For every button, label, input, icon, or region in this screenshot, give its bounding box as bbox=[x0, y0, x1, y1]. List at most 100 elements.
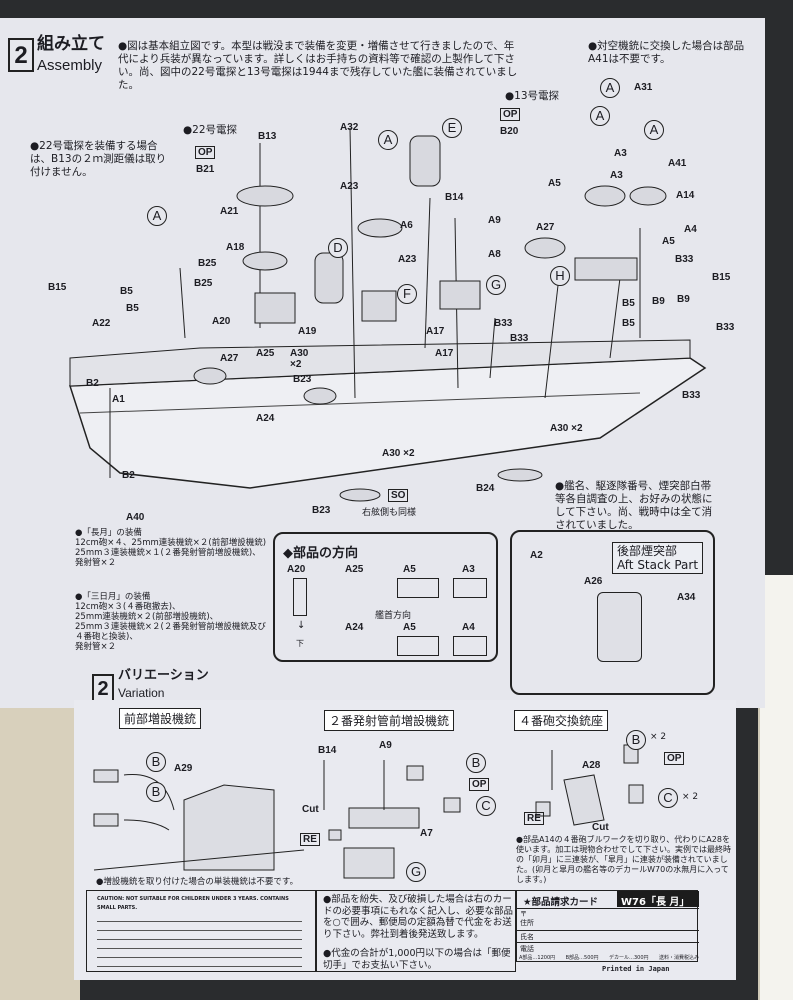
orientation-part: A5 bbox=[403, 622, 416, 633]
section-title-ja: 組み立て bbox=[37, 34, 105, 54]
phone-field[interactable]: 電話 bbox=[517, 942, 699, 954]
part-a20-shape bbox=[293, 578, 307, 616]
part-label: A9 bbox=[379, 740, 392, 751]
main-note: ●図は基本組立図です。本型は戦没まで装備を変更・増備させて行きましたので、年代に… bbox=[118, 40, 518, 91]
part-label: A4 bbox=[684, 224, 697, 235]
part-group-circle: B bbox=[626, 730, 646, 750]
part-label: A25 bbox=[256, 348, 275, 359]
part-label: A3 bbox=[610, 170, 623, 181]
printed-in-japan: Printed in Japan bbox=[602, 965, 670, 973]
part-label: B13 bbox=[258, 131, 277, 142]
price-decal: デカール…300円 bbox=[608, 955, 649, 961]
single-mg-note: ●増設機銃を取り付けた場合の単装機銃は不要です。 bbox=[96, 877, 299, 887]
part-label: A21 bbox=[220, 206, 239, 217]
part-label: B5 bbox=[622, 318, 635, 329]
part-label: A32 bbox=[340, 122, 359, 133]
part-group-circle: B bbox=[466, 753, 486, 773]
instruction-sheet-lower: 前部増設機銃 ２番発射管前増設機銃 ４番砲交換銃座 A29 B B B14 A9… bbox=[74, 700, 736, 980]
name-field[interactable]: 氏名 bbox=[517, 930, 699, 942]
part-label: A34 bbox=[677, 592, 696, 603]
optional-part-badge: OP bbox=[500, 108, 521, 121]
part-label: B14 bbox=[445, 192, 464, 203]
part-label: A17 bbox=[435, 348, 454, 359]
part-label: A24 bbox=[256, 413, 275, 424]
part-label: B20 bbox=[500, 126, 519, 137]
part-label: A23 bbox=[398, 254, 417, 265]
part-label: B15 bbox=[48, 282, 67, 293]
optional-part-badge: OP bbox=[469, 778, 490, 791]
a14-note: ●部品A14の４番砲ブルワークを切り取り、代わりにA28を使います。加工は現物合… bbox=[516, 835, 731, 884]
price-b: B部品…500円 bbox=[565, 955, 599, 961]
part-label: B9 bbox=[652, 296, 665, 307]
aft-stack-title-en: Aft Stack Part bbox=[617, 558, 699, 572]
variation-panel-title: ２番発射管前増設機銃 bbox=[324, 710, 455, 731]
starboard-note: 右舷側も同様 bbox=[362, 508, 417, 518]
part-label: B5 bbox=[622, 298, 635, 309]
part-group-circle: F bbox=[397, 284, 417, 304]
part-label: A5 bbox=[548, 178, 561, 189]
quantity-label: × 2 bbox=[650, 732, 667, 742]
cut-label: Cut bbox=[592, 822, 609, 833]
postal-label: 〒 bbox=[520, 910, 527, 918]
part-group-circle: E bbox=[442, 118, 462, 138]
part-label: B14 bbox=[318, 745, 337, 756]
card-kit-label: W76「長 月」 bbox=[617, 891, 699, 908]
ship-name-note: ●艦名、駆逐隊番号、煙突部白帯等各自調査の上、お好みの状態にして下さい。尚、戦時… bbox=[555, 480, 713, 531]
part-label: B33 bbox=[675, 254, 694, 265]
separate-part-badge: SO bbox=[388, 489, 409, 502]
down-arrow-icon: ↓ bbox=[297, 620, 306, 631]
section-number: 2 bbox=[8, 38, 34, 72]
part-group-circle: C bbox=[658, 788, 678, 808]
part-label: B5 bbox=[120, 286, 133, 297]
orientation-part: A24 bbox=[345, 622, 364, 633]
section-title-en: Assembly bbox=[37, 57, 103, 74]
part-label: A8 bbox=[488, 249, 501, 260]
part-label: A6 bbox=[400, 220, 413, 231]
orientation-part: A5 bbox=[403, 564, 416, 575]
part-label: A30 ×2 bbox=[290, 348, 309, 370]
part-label: A30 ×2 bbox=[550, 423, 583, 434]
part-label: A23 bbox=[340, 181, 359, 192]
part-group-circle: G bbox=[406, 862, 426, 882]
quantity-label: × 2 bbox=[682, 792, 699, 802]
part-group-circle: B bbox=[146, 782, 166, 802]
part-label: B2 bbox=[86, 378, 99, 389]
part-label: B25 bbox=[194, 278, 213, 289]
part-label: A5 bbox=[662, 236, 675, 247]
orientation-part: A3 bbox=[462, 564, 475, 575]
part-group-circle: B bbox=[146, 752, 166, 772]
name-label: 氏名 bbox=[520, 933, 534, 941]
radar22-note: ●22号電探を装備する場合は、B13の２ｍ測距儀は取り付けません。 bbox=[30, 140, 167, 178]
part-label: A22 bbox=[92, 318, 111, 329]
cut-label: Cut bbox=[302, 804, 319, 815]
card-title: ★部品請求カード bbox=[523, 897, 599, 908]
part-a5-shape bbox=[397, 578, 439, 598]
part-label: B33 bbox=[682, 390, 701, 401]
variation-panel-title: ４番砲交換銃座 bbox=[514, 710, 609, 731]
bow-direction-label: 艦首方向 bbox=[375, 611, 412, 621]
part-label: B33 bbox=[510, 333, 529, 344]
part-a4-shape bbox=[453, 636, 487, 656]
address-field[interactable]: 〒住所 bbox=[517, 908, 699, 930]
part-group-circle: D bbox=[328, 238, 348, 258]
phone-label: 電話 bbox=[520, 945, 534, 953]
part-label: B5 bbox=[126, 303, 139, 314]
part-label: A28 bbox=[582, 760, 601, 771]
part-group-circle: G bbox=[486, 275, 506, 295]
part-group-circle: A bbox=[600, 78, 620, 98]
replacement-part-badge: RE bbox=[300, 833, 320, 846]
optional-part-badge: OP bbox=[664, 752, 685, 765]
variation-title-ja: バリエーション bbox=[118, 668, 209, 683]
orientation-title: ◆部品の方向 bbox=[283, 546, 358, 561]
part-label: A7 bbox=[420, 828, 433, 839]
part-label: A40 bbox=[126, 512, 145, 523]
variation-panel-title: 前部増設機銃 bbox=[119, 708, 202, 729]
nagatsuki-equipment: ●「長月」の装備 12cm砲×４、25mm連装機銃×２(前部増設機銃) 25mm… bbox=[75, 528, 267, 568]
part-label: A29 bbox=[174, 763, 193, 774]
price-note: 送料・消費税込み bbox=[658, 955, 699, 961]
radar22-heading: ●22号電探 bbox=[183, 124, 238, 136]
part-a3-shape bbox=[453, 578, 487, 598]
part-group-circle: A bbox=[644, 120, 664, 140]
part-group-circle: A bbox=[590, 106, 610, 126]
